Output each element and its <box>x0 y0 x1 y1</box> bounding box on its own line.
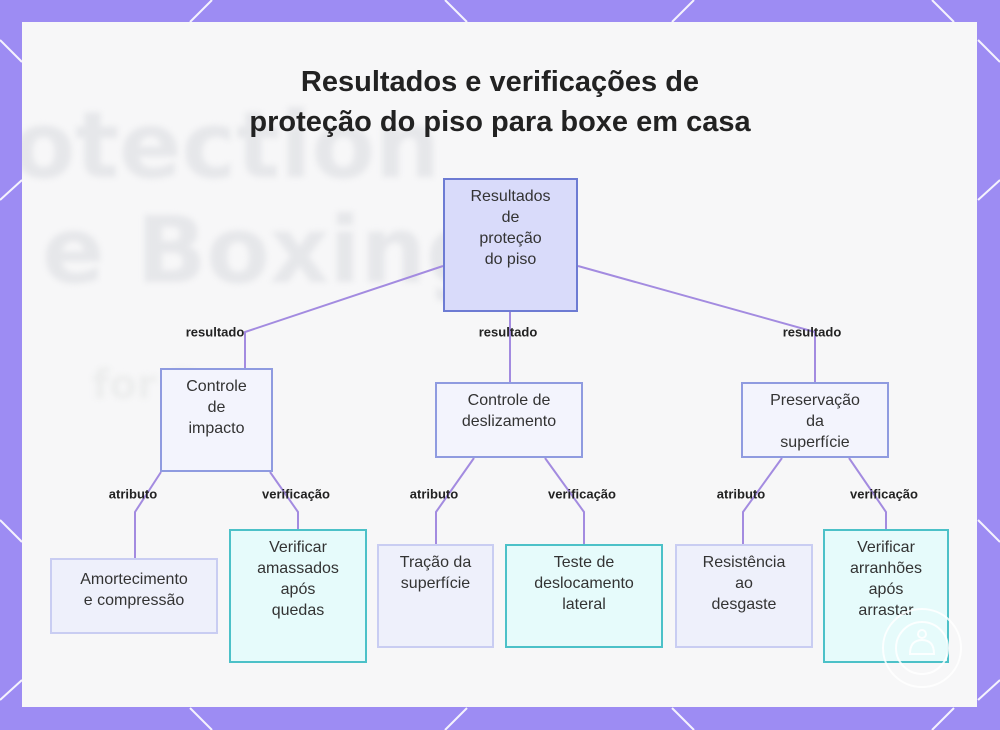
edge-label-slip-verification: verificação <box>548 487 616 502</box>
edge-label-impact-attribute: atributo <box>109 487 157 502</box>
edge-impact-attr <box>135 472 161 558</box>
edge-root-surface <box>578 266 815 382</box>
edge-label-slip-attribute: atributo <box>410 487 458 502</box>
edge-label-impact: resultado <box>186 325 245 340</box>
edge-label-surface-verification: verificação <box>850 487 918 502</box>
edge-label-impact-verification: verificação <box>262 487 330 502</box>
edge-label-surface: resultado <box>783 325 842 340</box>
watermark-logo-icon <box>882 608 962 688</box>
edge-label-surface-attribute: atributo <box>717 487 765 502</box>
edge-root-impact <box>245 266 443 368</box>
edge-label-slip: resultado <box>479 325 538 340</box>
